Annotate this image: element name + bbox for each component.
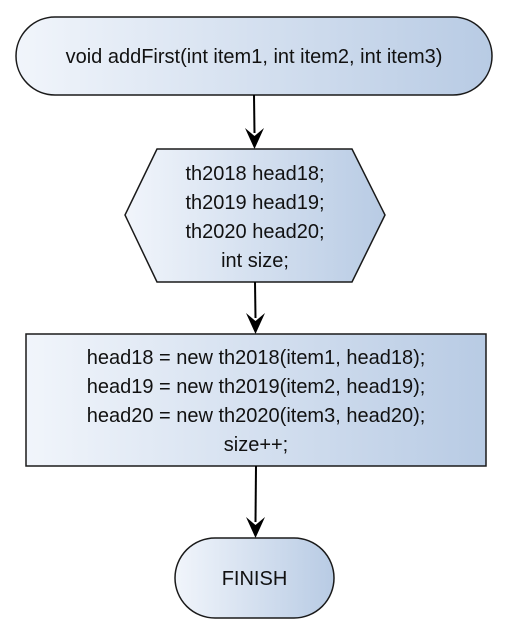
arrow-line: [254, 465, 257, 523]
process-line: size++;: [224, 434, 288, 456]
start-node: void addFirst(int item1, int item2, int …: [15, 16, 493, 96]
end-node: FINISH: [174, 537, 335, 619]
end-terminator-shape: [174, 537, 335, 619]
end-label: FINISH: [222, 568, 288, 590]
process-line: head18 = new th2018(item1, head18);: [87, 347, 426, 369]
declaration-line: int size;: [221, 250, 289, 272]
process-line: head20 = new th2020(item3, head20);: [87, 405, 426, 427]
declaration-line: th2020 head20;: [185, 221, 324, 243]
arrow-line: [254, 281, 257, 319]
arrow-process-to-finish: [246, 465, 265, 538]
declarations-node: th2018 head18; th2019 head19; th2020 hea…: [124, 148, 386, 283]
arrow-head: [246, 517, 265, 538]
process-node: head18 = new th2018(item1, head18); head…: [25, 333, 487, 467]
process-line: head19 = new th2019(item2, head19);: [87, 376, 426, 398]
process-rectangle-shape: [25, 333, 487, 467]
arrow-line: [253, 94, 256, 134]
arrow-declarations-to-process: [246, 281, 265, 334]
start-label: void addFirst(int item1, int item2, int …: [66, 46, 443, 68]
arrow-start-to-declarations: [245, 94, 264, 149]
declaration-line: th2018 head18;: [185, 163, 324, 185]
declaration-line: th2019 head19;: [185, 192, 324, 214]
arrow-head: [246, 313, 265, 334]
declarations-hexagon-shape: [124, 148, 386, 283]
arrow-head: [245, 128, 264, 149]
